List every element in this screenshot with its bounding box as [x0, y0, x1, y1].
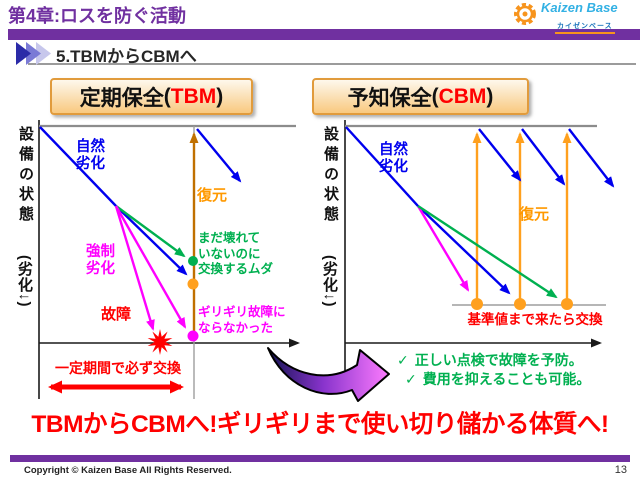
- footer-divider-bar: [10, 455, 630, 462]
- next-deterioration-arrow-1: [478, 128, 522, 182]
- benefit-item-1: ✓ 正しい点検で故障を予防。: [397, 350, 583, 370]
- orange-condition-dot: [187, 278, 199, 290]
- barely-no-failure-label: ギリギリ故障に ならなかった: [198, 305, 286, 335]
- page-number: 13: [614, 464, 627, 476]
- natural-deterioration-arrow: [345, 126, 511, 295]
- logo-subtitle: カイゼンベース: [555, 21, 615, 34]
- right-y-axis-sublabel: (劣化↓): [321, 255, 338, 308]
- header-divider-bar: [8, 29, 640, 40]
- threshold-dot-1: [471, 298, 483, 310]
- failure-label: 故障: [101, 306, 132, 323]
- natural-deterioration-label: 自然 劣化: [76, 139, 105, 172]
- next-deterioration-arrow-3: [568, 128, 615, 188]
- section-title: 5.TBMからCBMへ: [56, 47, 197, 66]
- paren: (: [163, 84, 171, 108]
- section-underline: [28, 63, 636, 65]
- tbm-title-box: 定期保全(TBM): [50, 78, 253, 115]
- copyright-text: Copyright © Kaizen Base All Rights Reser…: [24, 465, 232, 476]
- next-deterioration-arrow: [196, 128, 242, 183]
- next-deterioration-arrow-2: [521, 128, 566, 186]
- left-y-axis-label: 設備の状態: [17, 126, 34, 226]
- green-condition-dot: [188, 256, 198, 266]
- paren: ): [216, 84, 224, 108]
- waste-note-label: まだ壊れて いないのに 交換するムダ: [198, 231, 274, 276]
- benefit-text: 費用を抑えることも可能。: [422, 371, 591, 387]
- forced-deterioration-label: 強制 劣化: [86, 244, 115, 277]
- fast-deterioration-arrow: [416, 205, 470, 292]
- logo-name: Kaizen Base: [541, 0, 618, 15]
- threshold-label: 基準値まで来たら交換: [467, 312, 603, 327]
- page-title: 第4章:ロスを防ぐ活動: [8, 6, 187, 26]
- restore-label: 復元: [197, 187, 228, 204]
- forced-deterioration-arrow-failure: [114, 205, 155, 331]
- paren: ): [486, 84, 494, 108]
- check-icon: ✓: [397, 352, 409, 368]
- benefit-text: 正しい点検で故障を予防。: [414, 352, 583, 368]
- cbm-title-box: 予知保全(CBM): [312, 78, 529, 115]
- kaizen-base-logo: Kaizen Base カイゼンベース: [512, 1, 618, 34]
- left-tbm-diagram: [38, 120, 300, 399]
- tbm-code: TBM: [170, 84, 217, 108]
- magenta-condition-dot: [187, 330, 199, 342]
- failure-starburst: [147, 329, 173, 355]
- natural-deterioration-label: 自然 劣化: [379, 142, 408, 175]
- cbm-title-text: 予知保全: [347, 86, 432, 110]
- tbm-title-text: 定期保全: [79, 86, 164, 110]
- early-replacement-arrow: [115, 205, 186, 258]
- slow-deterioration-arrow: [417, 204, 558, 299]
- transition-swoosh-arrow: [267, 347, 390, 402]
- triple-chevron-icon: [16, 42, 51, 65]
- benefit-item-2: ✓ 費用を抑えることも可能。: [405, 369, 590, 389]
- threshold-dot-3: [561, 298, 573, 310]
- check-icon: ✓: [405, 371, 417, 387]
- fixed-interval-label: 一定期間で必ず交換: [55, 360, 181, 376]
- restore-label: 復元: [519, 206, 550, 223]
- right-cbm-diagram: [344, 120, 615, 390]
- threshold-dot-2: [514, 298, 526, 310]
- cbm-code: CBM: [438, 84, 487, 108]
- conclusion-message: TBMからCBMへ!ギリギリまで使い切り儲かる体質へ!: [31, 411, 609, 438]
- gear-icon: [514, 3, 536, 25]
- right-y-axis-label: 設備の状態: [322, 126, 339, 226]
- forced-deterioration-arrow-barely: [114, 205, 187, 329]
- paren: (: [431, 84, 439, 108]
- left-y-axis-sublabel: (劣化↓): [16, 255, 33, 308]
